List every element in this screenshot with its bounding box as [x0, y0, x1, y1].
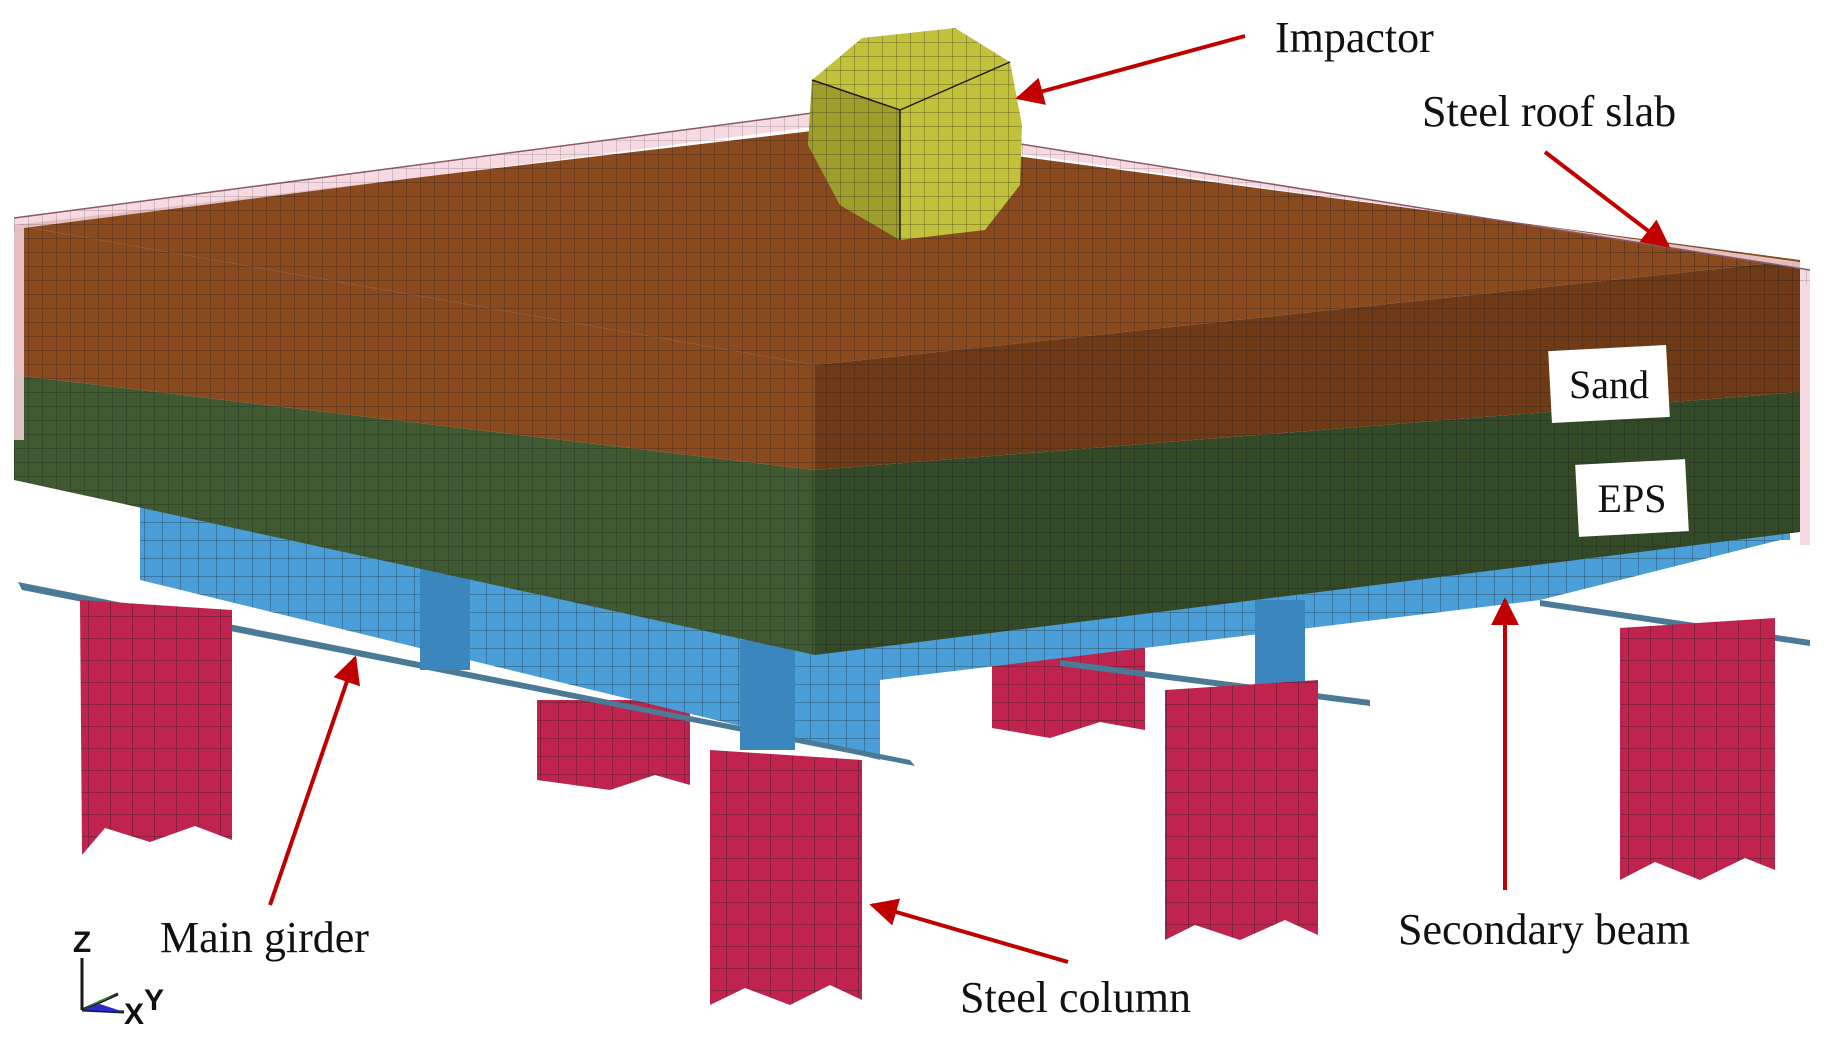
- axis-z-label: Z: [73, 926, 91, 959]
- eps-label-box: EPS: [1575, 459, 1689, 537]
- impactor-label: Impactor: [1275, 13, 1434, 62]
- main-girder-label: Main girder: [160, 913, 369, 962]
- girder-stiffener-1: [420, 560, 470, 670]
- axis-x-label: X: [124, 998, 144, 1031]
- eps-layer: [14, 375, 1800, 655]
- steel-column-front-center: [710, 750, 862, 1005]
- steel-columns-front: [80, 600, 1775, 1005]
- girder-stiffener-3: [1255, 600, 1305, 690]
- sand-label-box: Sand: [1548, 344, 1670, 424]
- steel-column-front-mid-right: [1165, 680, 1318, 940]
- steel-column-back-left: [537, 700, 690, 790]
- secondary-beam-label: Secondary beam: [1398, 905, 1690, 954]
- steel-column-front-right: [1620, 618, 1775, 880]
- steel-column-label: Steel column: [960, 973, 1191, 1022]
- xyz-axis-triad-icon: Z X Y: [73, 926, 164, 1031]
- axis-y-label: Y: [144, 984, 164, 1017]
- sand-layer: [14, 130, 1800, 470]
- sand-label: Sand: [1569, 362, 1649, 407]
- steel-column-back-mid: [992, 640, 1145, 738]
- callout-arrows: [268, 34, 1671, 964]
- main-girder-arrow: [268, 655, 361, 906]
- steel-columns-back: [537, 640, 1145, 790]
- steel-column-front-left: [80, 600, 232, 855]
- steel-column-arrow: [869, 898, 1069, 964]
- steel-roof-slab-arrow: [1543, 150, 1671, 248]
- impactor: [808, 28, 1022, 240]
- main-girder-flange: [18, 582, 915, 766]
- impactor-arrow: [1015, 34, 1246, 105]
- girder-stiffener-2: [740, 640, 795, 750]
- steel-roof-slab-label: Steel roof slab: [1422, 87, 1676, 136]
- eps-label: EPS: [1598, 476, 1667, 521]
